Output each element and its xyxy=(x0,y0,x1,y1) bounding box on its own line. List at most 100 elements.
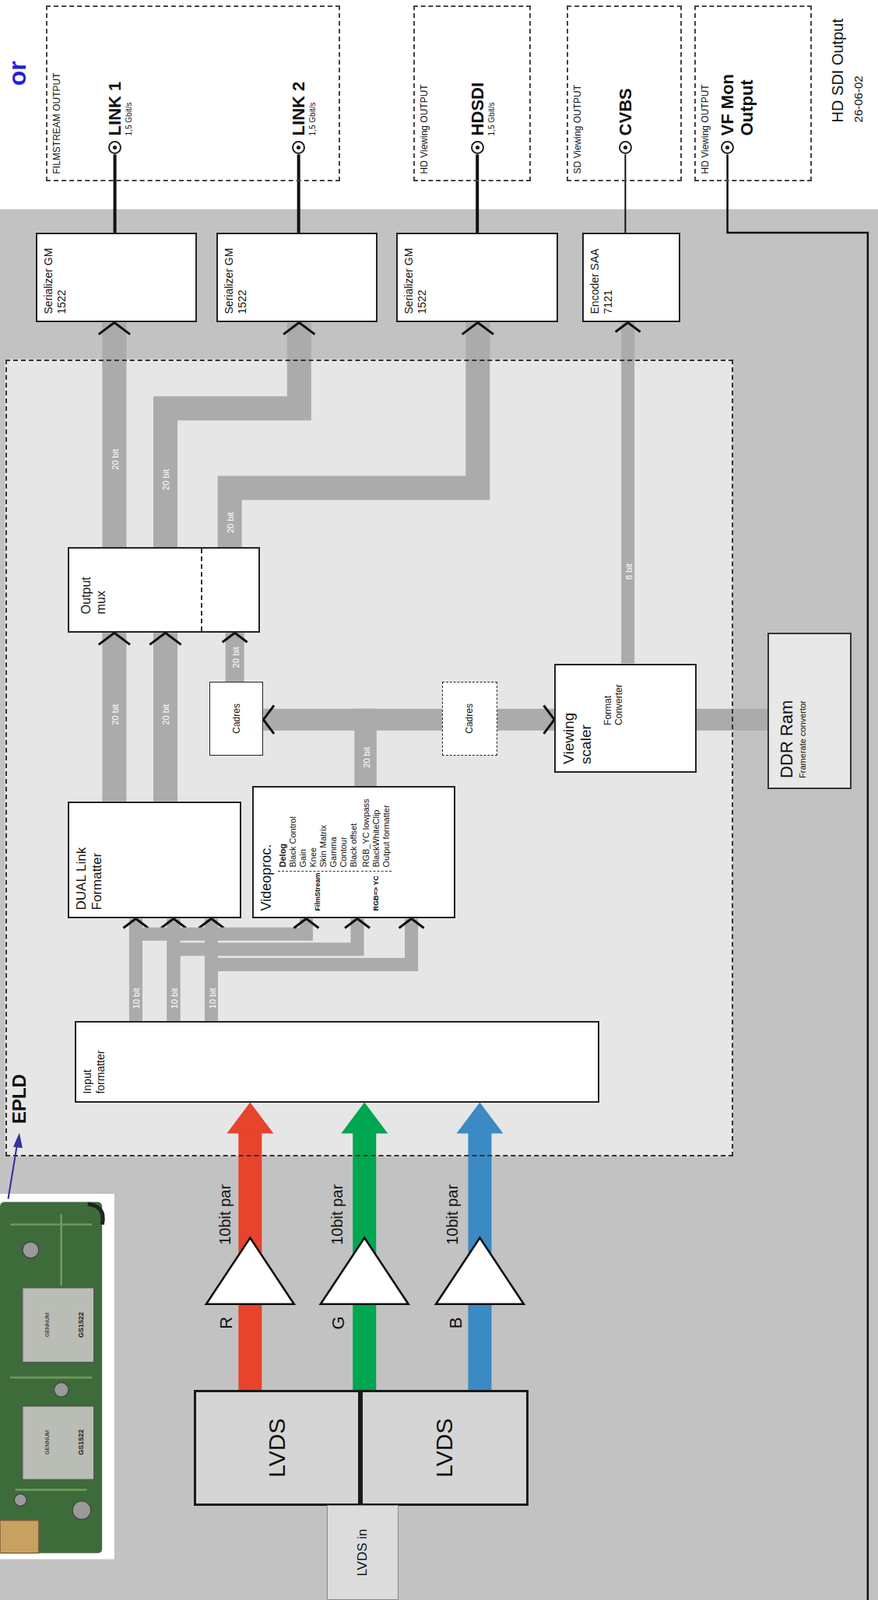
box-label: DUAL Link Formatter xyxy=(73,824,106,910)
bus-line xyxy=(229,322,478,548)
bus-width-label: 10 bit xyxy=(169,986,180,1011)
box-label: HD Viewing OUTPUT xyxy=(699,13,711,175)
bus-width-label-holder: 8 bit xyxy=(621,561,636,582)
bus-connector xyxy=(222,632,248,682)
list-item: Output formatter xyxy=(381,798,392,868)
connector-pin xyxy=(725,145,730,150)
title-fragment-holder: or xyxy=(3,60,32,86)
connector-text: CVBS xyxy=(615,87,636,136)
list-item: Black Control xyxy=(287,816,299,868)
list-item: Delog xyxy=(277,816,288,868)
process-box: Viewing scaler Format Converter xyxy=(554,663,696,773)
bus-line xyxy=(165,322,299,548)
signal-wire xyxy=(625,154,626,233)
arrowhead xyxy=(340,1102,388,1135)
list-item: Skin Matrix xyxy=(318,816,329,868)
bus-connector xyxy=(497,705,555,734)
connector-label: 1,5 Gbit/s xyxy=(487,82,497,136)
connector-label: CVBS xyxy=(615,87,636,136)
output-connector: VF Mon Output xyxy=(717,41,802,156)
box-label: HD Viewing OUTPUT xyxy=(418,13,430,175)
chip-box: Serializer GM 1522 xyxy=(396,232,559,323)
bus-width-label-holder: 10bit par xyxy=(215,1184,234,1246)
connector-label: LINK 2 xyxy=(288,81,309,137)
monitor-wire xyxy=(727,154,868,1600)
capacitor xyxy=(22,1242,39,1259)
box-label: Viewing scaler xyxy=(560,694,595,765)
chip-box: Serializer GM 1522 xyxy=(35,232,197,323)
bus-width-label-holder: 20 bit xyxy=(228,645,243,670)
connector-pin xyxy=(112,145,117,150)
bus-connector xyxy=(263,705,366,786)
chevron-head xyxy=(344,918,370,928)
bus-line xyxy=(211,918,412,1021)
bus-line xyxy=(113,154,117,233)
chip xyxy=(22,1288,95,1363)
connector-text: HDSDI1,5 Gbit/s xyxy=(467,82,497,136)
connector-text: LINK 21,5 Gbit/s xyxy=(288,81,318,137)
connector-pin xyxy=(296,145,301,150)
chip-marking-holder: GS1522 xyxy=(72,1429,87,1456)
bus-width-label-holder: 20 bit xyxy=(107,447,122,472)
box-label: Input formatter xyxy=(80,1032,108,1095)
sheet-date-holder: 26-06-02 xyxy=(851,75,866,123)
channel-name-holder: B xyxy=(446,1317,467,1330)
bus-width-label: 20 bit xyxy=(110,702,120,727)
bus-line xyxy=(475,154,479,233)
connector-text: VF Mon Output xyxy=(717,61,757,136)
bus-line xyxy=(621,322,635,664)
process-box: DUAL Link Formatter xyxy=(67,801,242,920)
capacitor xyxy=(14,1494,27,1507)
group-row: FilmStreamDelogBlack ControlGainKneeSkin… xyxy=(277,793,359,912)
connector-symbol xyxy=(291,140,306,155)
capacitor xyxy=(54,1383,69,1398)
divider xyxy=(200,548,203,632)
chip xyxy=(22,1406,95,1480)
bus-width-label-holder: 20 bit xyxy=(358,745,373,770)
box-label: Serializer GM 1522 xyxy=(402,243,429,314)
sheet-title-holder: HD SDI Output xyxy=(828,18,847,123)
buffer-symbol xyxy=(435,1238,524,1305)
box-label: DDR Ram xyxy=(776,643,798,779)
box-label: LVDS xyxy=(431,1418,458,1478)
chip-box: Serializer GM 1522 xyxy=(216,232,378,323)
connector-text: LINK 11,5 Gbit/s xyxy=(105,81,134,137)
box-note: Format Converter xyxy=(602,672,625,726)
bus-width-label-holder: 10 bit xyxy=(166,986,181,1011)
output-group: HD Viewing OUTPUT VF Mon Output xyxy=(694,5,812,183)
channel-name-holder: G xyxy=(328,1316,349,1330)
chevron-head xyxy=(283,322,315,334)
channel-name-holder: R xyxy=(216,1317,237,1330)
buffer-box: Cadres xyxy=(209,681,264,756)
bus-width-label-holder: 20 bit xyxy=(158,467,173,492)
box-label: Encoder SAA 7121 xyxy=(588,243,615,314)
bus-width-label: 20 bit xyxy=(361,745,372,770)
bus-line xyxy=(624,154,626,233)
bus-connector xyxy=(229,322,494,548)
connector-ring xyxy=(619,141,632,154)
connector-ring xyxy=(292,141,305,154)
channel-name: B xyxy=(446,1317,466,1330)
connector-ring xyxy=(721,141,734,154)
chevron-head xyxy=(399,918,425,928)
bus-width-label: 20 bit xyxy=(110,447,120,472)
box-label: SD Viewing OUTPUT xyxy=(572,13,583,175)
chevron-head xyxy=(122,918,148,928)
bus-width-label: 20 bit xyxy=(161,467,171,492)
photo-ground xyxy=(0,1194,115,1560)
connector-label: 1,5 Gbit/s xyxy=(308,81,318,137)
pcb-connector xyxy=(0,1520,39,1554)
lvds-box: LVDS xyxy=(360,1390,529,1506)
bus-connector xyxy=(149,632,181,801)
bus-line xyxy=(497,709,555,731)
connector-symbol xyxy=(470,140,485,155)
bus-connector xyxy=(98,322,130,548)
connector-label: 1,5 Gbit/s xyxy=(124,81,134,137)
connector-label: VF Mon Output xyxy=(717,61,757,136)
bus-width-label-holder: 10 bit xyxy=(128,986,143,1011)
capacitor xyxy=(72,1501,92,1521)
group-list: RGB_YC lowpassBlackWhiteClipOutput forma… xyxy=(361,798,392,872)
arrowhead xyxy=(226,1102,274,1135)
bus-width-label: 10bit par xyxy=(327,1184,345,1246)
bus-width-label: 20 bit xyxy=(225,510,236,535)
